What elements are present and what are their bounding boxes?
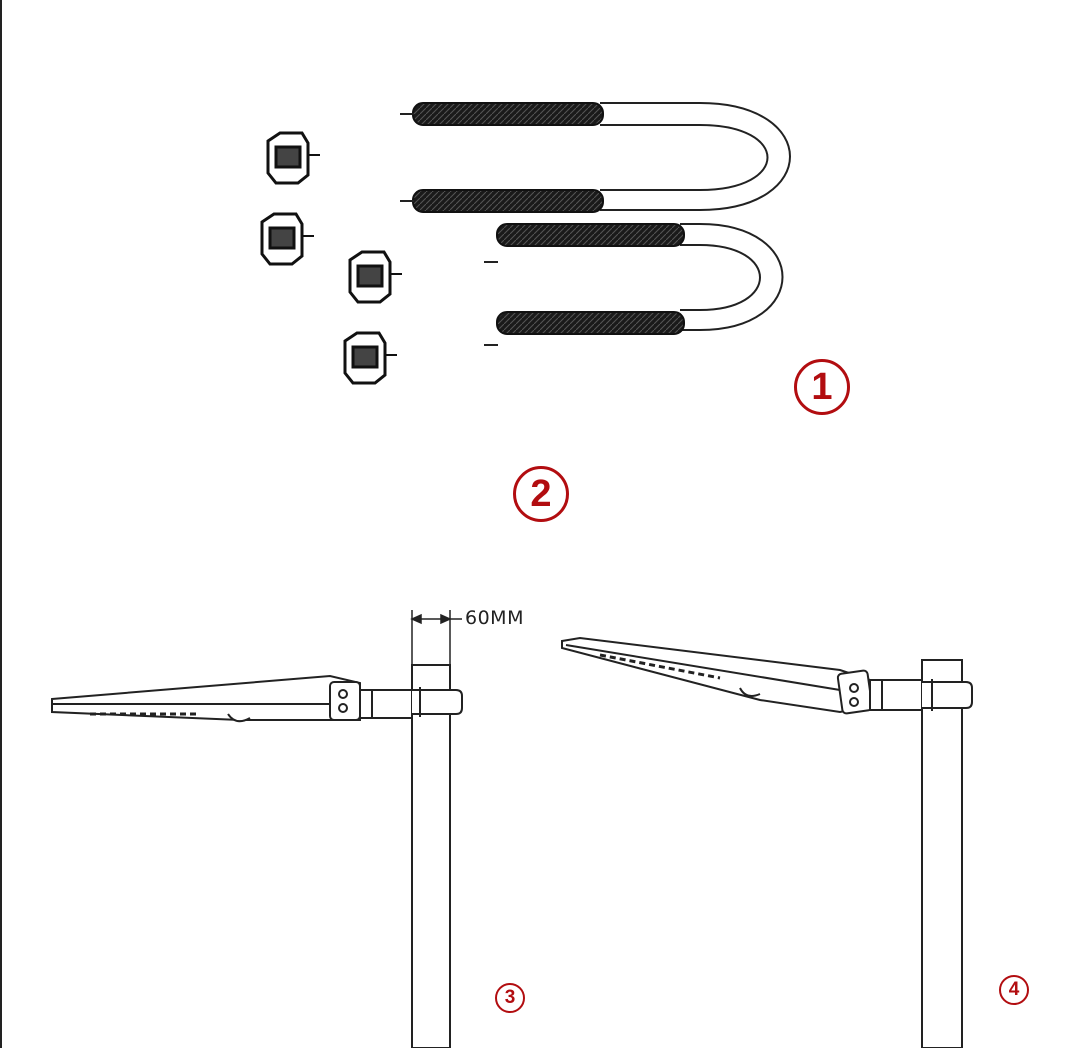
step-marker-4: 4 bbox=[999, 975, 1029, 1005]
step-marker-3: 3 bbox=[495, 983, 525, 1013]
streetlight-horizontal bbox=[51, 674, 463, 723]
pole-left bbox=[411, 664, 451, 1048]
frame-edge bbox=[0, 0, 2, 1048]
dimension-label: 60MM bbox=[465, 607, 524, 629]
step-marker-1: 1 bbox=[794, 359, 850, 415]
nut-3 bbox=[348, 250, 402, 304]
u-bolt-lower bbox=[484, 223, 784, 346]
streetlight-tilted bbox=[561, 636, 973, 715]
nut-4 bbox=[343, 331, 397, 385]
dimension-60mm bbox=[410, 610, 462, 665]
step-marker-2: 2 bbox=[513, 466, 569, 522]
pole-right bbox=[921, 659, 963, 1048]
u-bolt-upper bbox=[400, 102, 791, 213]
nut-2 bbox=[260, 212, 314, 266]
nut-1 bbox=[266, 131, 320, 185]
